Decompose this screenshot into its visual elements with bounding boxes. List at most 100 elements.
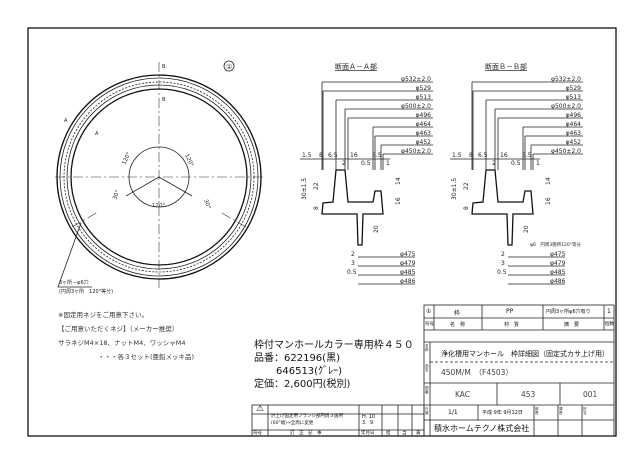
dimension-label: φ529: [566, 85, 582, 92]
parts-header: 個数: [605, 322, 614, 327]
dimension-label: 14: [545, 177, 552, 185]
product-code-2: 646513(ｸﾞﾚｰ): [276, 366, 342, 377]
dimension-label: 16: [545, 197, 552, 205]
dimension-label: φ496: [416, 112, 432, 119]
dimension-label: 22: [313, 182, 320, 190]
section-title: 断面Ａ－Ａ部: [335, 62, 377, 71]
dimension-label: 22: [463, 182, 470, 190]
note-line: ※固定用ネジをご用意下さい。: [58, 311, 148, 319]
dimension-label: 6.5: [478, 152, 488, 159]
angle-label: 120°: [183, 153, 194, 168]
dimension-label: 2: [492, 160, 496, 167]
profile-outline: [321, 169, 384, 246]
section-b-view: 断面Ｂ－Ｂ部φ532±2.0φ529φ513φ500±2.0φ496φ464φ4…: [450, 62, 583, 285]
dimension-label: 16: [395, 197, 402, 205]
dimension-label: 5.5: [372, 152, 382, 159]
dimension-label: 2: [342, 160, 346, 167]
dimension-label: 0.5: [347, 269, 357, 276]
angle-label: 120°: [152, 203, 165, 209]
hole-note: φ6 円周3箇所120°等分: [530, 241, 582, 248]
hole-note: (円周3ヶ所 120°等分): [59, 288, 113, 295]
product-name: 枠付マンホールカラー専用枠４５０: [254, 340, 414, 351]
dimension-label: φ513: [566, 94, 582, 101]
note-line: ・・・各３セット(亜鉛メッキ品): [98, 353, 195, 361]
dimension-label: 1: [386, 160, 390, 167]
part-remarks: 円周3ヶ所φ6穴有り: [546, 309, 591, 315]
dimension-label: φ485: [400, 269, 416, 276]
revision-text: ｶｻ上げ固定用フランジ部円周３箇所: [271, 414, 343, 419]
dimension-label: 5.5: [522, 152, 532, 159]
angle-label: 30°: [202, 199, 211, 210]
dimension-label: φ475: [400, 251, 416, 258]
section-mark-b: B: [162, 97, 166, 103]
note-line: 【ご用意いただくネジ】（メーカー推奨）: [58, 325, 179, 333]
dimension-label: 8: [463, 206, 470, 210]
part-no: ①: [426, 308, 432, 315]
dimension-label: 20: [523, 225, 530, 233]
dimension-label: φ475: [550, 251, 566, 258]
company-name: 積水ホームテクノ株式会社: [434, 424, 530, 433]
dimension-label: 30±1.5: [301, 178, 308, 200]
side-label: 名称: [425, 344, 429, 352]
dimension-label: φ532±2.0: [551, 76, 581, 83]
dimension-label: φ529: [416, 85, 432, 92]
dimension-label: φ485: [550, 269, 566, 276]
dimension-label: 2: [501, 251, 505, 258]
dimension-label: φ532±2.0: [401, 76, 431, 83]
product-code: 品番：622196(黒): [254, 353, 340, 364]
dimension-label: φ463: [566, 130, 582, 137]
dimension-label: φ464: [416, 121, 432, 128]
revision-header: 当: [402, 431, 407, 436]
part-name: 枠: [454, 310, 461, 317]
note-line: サラネジM4×18、ナットM4、ワッシャM4: [58, 339, 186, 347]
dimension-label: 6.5: [328, 152, 338, 159]
scale: 1/1: [448, 409, 458, 416]
drawing-date: 平成 9年 9月12日: [482, 410, 523, 416]
dimension-label: 16: [350, 152, 358, 159]
drawing-no: KAC: [455, 390, 471, 399]
revision-header: 責: [416, 431, 421, 436]
revision-header: 担: [386, 431, 391, 436]
product-price: 定価：2,600円(税別): [254, 379, 351, 390]
angle-label: 30°: [112, 189, 121, 200]
dimension-label: 0.5: [361, 160, 371, 167]
drawing-subtitle: 450M/M （F4503）: [441, 368, 513, 377]
dimension-label: 2: [351, 251, 355, 258]
dimension-label: φ500±2.0: [401, 103, 431, 110]
dimension-label: φ513: [416, 94, 432, 101]
section-title: 断面Ｂ－Ｂ部: [485, 62, 527, 71]
dimension-label: φ450±2.0: [551, 148, 581, 155]
section-mark-a: A: [64, 118, 68, 124]
plan-view: 120° 120° 120° 30° 30° A A B B 3ヶ所－φ6穴 (…: [55, 60, 265, 295]
dimension-label: φ500±2.0: [551, 103, 581, 110]
part-material: PP: [506, 308, 514, 315]
drawing-title: 浄化槽用マンホール 枠詳細図（固定式カサ上げ用）: [441, 350, 609, 358]
drawing-no: 001: [583, 390, 598, 399]
revision-date: H. 10 3. 9: [362, 414, 376, 426]
side-label: 尺度: [425, 407, 429, 415]
revision-text: (60°幅)→全周に変更: [271, 421, 314, 426]
approval-label: 担当: [583, 407, 587, 415]
side-label: 図番: [425, 386, 429, 394]
angle-label: 120°: [121, 151, 132, 166]
dimension-label: 1: [536, 160, 540, 167]
revision-header: 符号: [253, 431, 262, 436]
dimension-label: 3: [351, 260, 355, 267]
revision-mark-icon: ⚠: [256, 404, 265, 414]
dimension-label: φ452: [416, 139, 432, 146]
dimension-label: 1.5: [452, 152, 462, 159]
dimension-label: φ479: [400, 260, 416, 267]
dimension-label: φ450±2.0: [401, 148, 431, 155]
dimension-label: 20: [373, 225, 380, 233]
dimension-label: φ464: [566, 121, 582, 128]
approval-label: 部長: [535, 407, 539, 415]
dimension-label: 0.5: [497, 269, 507, 276]
dimension-label: 30±1.5: [451, 178, 458, 200]
dimension-label: φ463: [416, 130, 432, 137]
revision-header: 年月日: [361, 431, 375, 436]
side-label: 品名: [425, 364, 429, 372]
dimension-label: φ486: [550, 278, 566, 285]
dimension-label: 8: [319, 152, 323, 159]
